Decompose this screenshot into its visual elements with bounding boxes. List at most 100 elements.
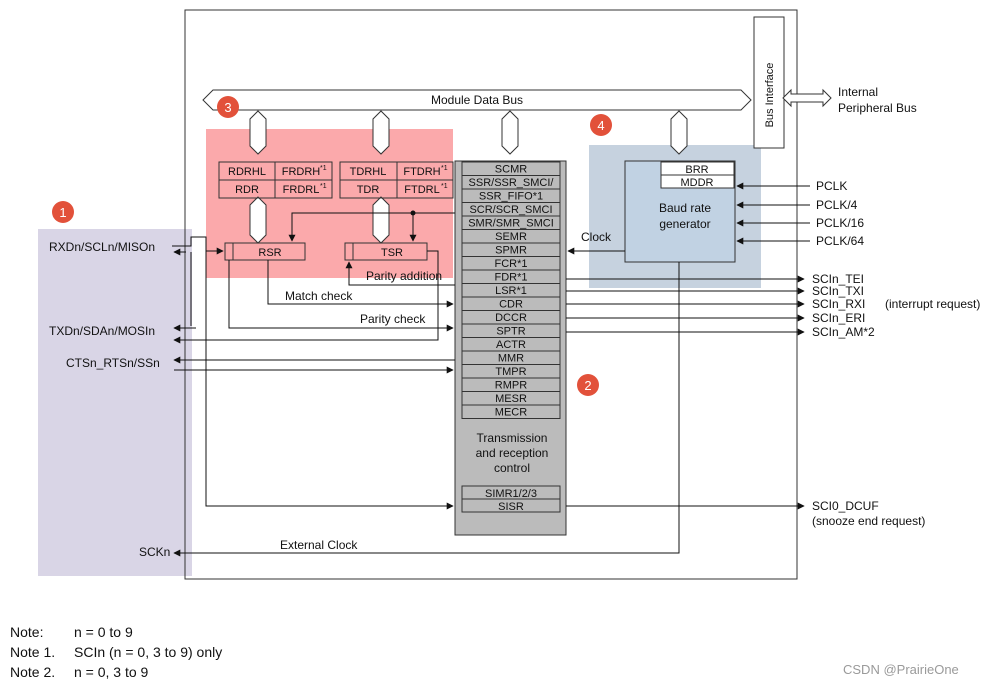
module-frame	[184, 9, 798, 580]
frdrh-label: FRDRH	[282, 166, 321, 178]
simr-label: SIMR1/2/3	[485, 488, 537, 500]
marker-2: 2	[577, 374, 599, 396]
register-label: SCMR	[495, 164, 527, 176]
tx-buffer-block: TDRHL FTDRH *1 TDR FTDRL *1	[339, 161, 454, 199]
svg-text:3: 3	[224, 100, 231, 115]
cts-pin-label: CTSn_RTSn/SSn	[66, 356, 160, 370]
rsr-register: RSR	[224, 242, 306, 261]
bus-interface	[753, 16, 785, 149]
module-data-bus-label: Module Data Bus	[431, 93, 523, 107]
register-label: SSR/SSR_SMCI/	[469, 177, 555, 189]
internal-bus-label-1: Internal	[838, 85, 878, 99]
marker-3: 3	[217, 96, 239, 118]
txd-output-line	[173, 250, 439, 344]
eri-label: SCIn_ERI	[812, 311, 865, 325]
external-clock-label: External Clock	[280, 538, 358, 552]
note-label: Note 2.	[10, 664, 56, 680]
tdrhl-label: TDRHL	[350, 166, 387, 178]
bus-interface-label: Bus Interface	[764, 63, 776, 128]
rxi-label: SCIn_RXI	[812, 297, 865, 311]
pclk64-label: PCLK/64	[816, 234, 864, 248]
bus-link-tsr	[372, 196, 390, 244]
note-label: Note 1.	[10, 644, 56, 660]
register-label: SPTR	[496, 326, 525, 338]
pclk16-label: PCLK/16	[816, 216, 864, 230]
rx-buffer-block: RDRHL FRDRH *1 RDR FRDRL *1	[218, 161, 333, 199]
svg-text:2: 2	[584, 378, 591, 393]
rxd-input-line	[172, 236, 224, 255]
match-check-line	[267, 260, 454, 308]
register-label: SPMR	[495, 245, 527, 257]
register-label: MECR	[495, 407, 527, 419]
rdr-label: RDR	[235, 184, 259, 196]
tsr-label: TSR	[381, 247, 403, 259]
bus-link-tdr	[372, 110, 390, 155]
brr-label: BRR	[685, 164, 708, 176]
register-label: SSR_FIFO*1	[479, 191, 543, 203]
rsr-label: RSR	[258, 247, 281, 259]
clock-label: Clock	[581, 230, 612, 244]
zone-1-pins	[38, 229, 192, 576]
sisr-label: SISR	[498, 501, 524, 513]
notes: Note:n = 0 to 9 Note 1.SCIn (n = 0, 3 to…	[10, 622, 222, 682]
ftdrh-label: FTDRH	[403, 166, 440, 178]
control-label-2: and reception	[476, 446, 549, 460]
bus-link-scmr	[501, 110, 519, 155]
parity-check-line	[228, 260, 454, 332]
sci-block-diagram: Module Data Bus Bus Interface Internal P…	[38, 9, 980, 580]
note-text: n = 0 to 9	[74, 624, 133, 640]
register-label: SMR/SMR_SMCI	[468, 218, 554, 230]
svg-text:4: 4	[597, 118, 604, 133]
register-label: TMPR	[495, 366, 526, 378]
module-data-bus	[202, 89, 752, 111]
bus-link-rsr	[249, 196, 267, 244]
rx-to-simr-line	[205, 251, 454, 510]
pclk-label: PCLK	[816, 179, 847, 193]
register-label: MESR	[495, 393, 527, 405]
control-label-3: control	[494, 461, 530, 475]
internal-bus-label-2: Peripheral Bus	[838, 101, 917, 115]
dcuf-note: (snooze end request)	[812, 514, 925, 528]
mddr-register	[660, 174, 735, 189]
frdrl-note: *1	[320, 183, 327, 190]
scr-to-rsr-line	[288, 212, 455, 242]
sisr-register	[461, 498, 561, 513]
bus-link-rdr	[249, 110, 267, 155]
interrupt-request-note: (interrupt request)	[885, 297, 980, 311]
rxd-pin-label: RXDn/SCLn/MISOn	[49, 240, 155, 254]
control-label-1: Transmission	[477, 431, 548, 445]
zone-3-buffers	[206, 129, 453, 278]
dcuf-label: SCI0_DCUF	[812, 499, 879, 513]
parity-check-label: Parity check	[360, 312, 426, 326]
register-label: LSR*1	[495, 285, 527, 297]
am-label: SCIn_AM*2	[812, 325, 875, 339]
note-text: n = 0, 3 to 9	[74, 664, 149, 680]
parity-addition-line	[345, 261, 455, 286]
marker-4: 4	[590, 114, 612, 136]
baud-label-1: Baud rate	[659, 201, 711, 215]
sck-pin-label: SCKn	[139, 545, 170, 559]
bus-link-brr	[670, 110, 688, 155]
svg-text:1: 1	[59, 205, 66, 220]
frdrl-label: FRDRL	[283, 184, 320, 196]
mddr-label: MDDR	[681, 177, 714, 189]
register-label: RMPR	[495, 380, 527, 392]
register-cell	[461, 404, 561, 419]
pclk4-label: PCLK/4	[816, 198, 858, 212]
watermark: CSDN @PrairieOne	[843, 662, 959, 677]
register-label: FCR*1	[494, 258, 527, 270]
register-label: SEMR	[495, 231, 527, 243]
marker-1: 1	[52, 201, 74, 223]
internal-bus-arrow	[782, 88, 832, 108]
baud-label-2: generator	[659, 217, 710, 231]
external-clock-line	[173, 262, 680, 557]
register-label: SCR/SCR_SMCI	[469, 204, 552, 216]
txi-label: SCIn_TXI	[812, 284, 864, 298]
ftdrl-note: *1	[441, 183, 448, 190]
rdrhl-label: RDRHL	[228, 166, 266, 178]
parity-addition-label: Parity addition	[366, 269, 442, 283]
match-check-label: Match check	[285, 289, 353, 303]
txd-pin-label: TXDn/SDAn/MOSIn	[49, 324, 155, 338]
ftdrh-note: *1	[441, 165, 448, 172]
